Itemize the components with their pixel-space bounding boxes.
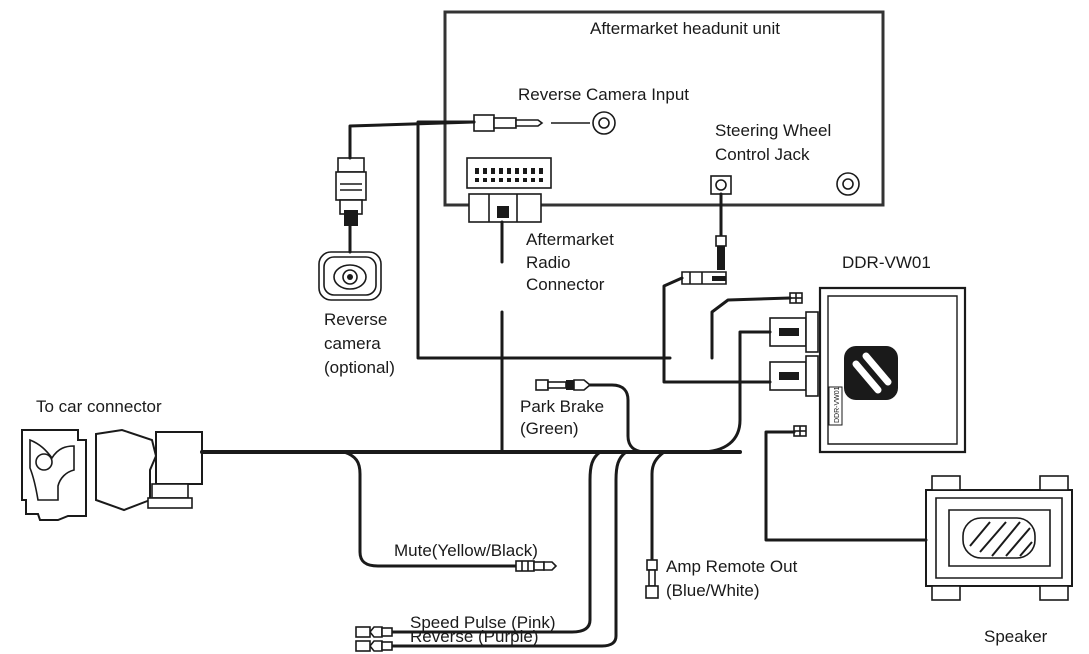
speaker-label: Speaker [984, 627, 1048, 646]
swc-jack-plug-icon [681, 235, 727, 285]
park-brake-terminal-icon [535, 379, 592, 391]
rca-plug-icon [473, 114, 544, 132]
aux-port-icon [836, 172, 860, 196]
module-title: DDR-VW01 [842, 253, 931, 272]
reverse-camera-input-port-icon [592, 111, 616, 135]
speaker: Speaker [925, 475, 1073, 646]
speaker-cone-icon [962, 517, 1036, 559]
camera-icon [318, 251, 382, 301]
amp-remote-label-line2: (Blue/White) [666, 581, 760, 600]
radio-connector-pins [475, 168, 543, 182]
car-plug-icon [95, 428, 203, 512]
reverse-terminal-icon [355, 640, 393, 652]
mute-terminal-icon [515, 560, 558, 572]
radio-connector-label-line3: Connector [526, 275, 605, 294]
park-brake-label-line1: Park Brake [520, 397, 604, 416]
amp-remote-label-line1: Amp Remote Out [666, 557, 798, 576]
speaker-wire [764, 430, 928, 542]
aftermarket-radio-connector: Aftermarket Radio Connector [466, 157, 614, 294]
speed-pulse-label: Speed Pulse (Pink) [410, 613, 556, 632]
wires: Park Brake (Green) Mute(Yellow/Black) [200, 120, 928, 652]
swc-jack-port-icon [710, 175, 732, 195]
module-logo-icon [844, 346, 898, 400]
amp-remote-terminal-icon [645, 559, 659, 599]
module-plug-upper-icon [769, 311, 819, 353]
reverse-wire [390, 450, 628, 648]
radio-connector-label-line2: Radio [526, 253, 570, 272]
ddr-module: DDR-VW01 DDR-VW01 [769, 253, 967, 454]
camera-label-line3: (optional) [324, 358, 395, 377]
reverse-camera-input-label: Reverse Camera Input [518, 85, 689, 104]
swc-jack-label-line1: Steering Wheel [715, 121, 831, 140]
module-side-label: DDR-VW01 [828, 386, 843, 426]
park-brake-label-line2: (Green) [520, 419, 579, 438]
module-plug-lower-icon [769, 355, 819, 397]
module-upper-wire [698, 330, 772, 454]
head-unit-title: Aftermarket headunit unit [590, 19, 780, 38]
mute-label: Mute(Yellow/Black) [394, 541, 538, 560]
park-brake-wire [588, 383, 648, 454]
car-connector: To car connector [21, 397, 203, 521]
speed-pulse-terminal-icon [355, 626, 393, 638]
module-small-plug-bottom-icon [793, 425, 807, 437]
camera-label-line1: Reverse [324, 310, 387, 329]
speed-pulse-wire [390, 450, 602, 634]
car-connector-label: To car connector [36, 397, 162, 416]
svg-text:DDR-VW01: DDR-VW01 [834, 386, 841, 423]
mute-wire [342, 450, 518, 568]
module-small-plug-top-icon [789, 292, 803, 304]
reverse-camera: Reverse camera (optional) [318, 157, 395, 377]
camera-label-line2: camera [324, 334, 381, 353]
reverse-label: Reverse (Purple) [410, 627, 539, 646]
swc-jack-label-line2: Control Jack [715, 145, 810, 164]
car-harness-icon [21, 429, 87, 521]
module-top-wire [710, 296, 792, 360]
camera-connector-icon [335, 157, 367, 226]
radio-connector-label-line1: Aftermarket [526, 230, 614, 249]
amp-remote-wire [650, 450, 666, 562]
swc-to-module-wire [662, 276, 772, 384]
camera-power-wire [348, 120, 476, 160]
